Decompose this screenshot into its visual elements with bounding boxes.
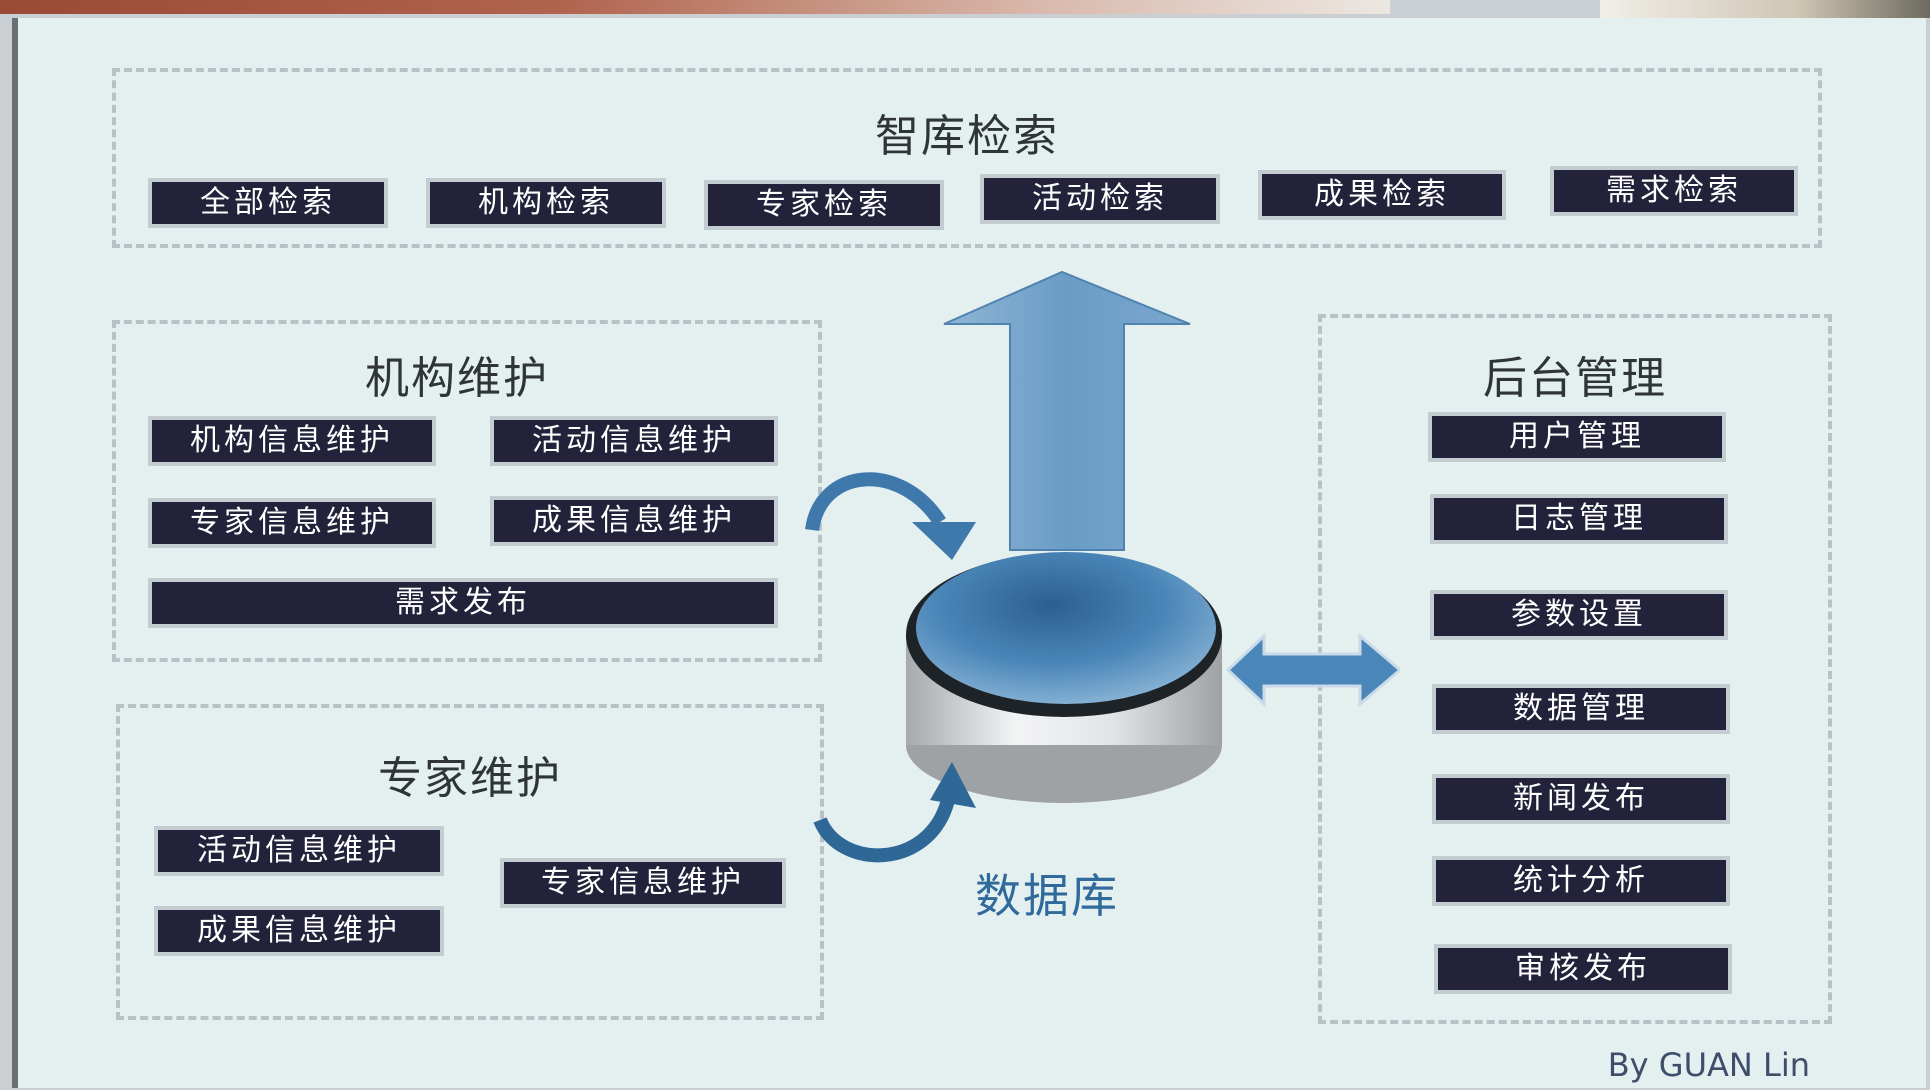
top-right-photo-edge (1600, 0, 1930, 18)
search-panel-title: 智库检索 (875, 111, 1059, 162)
expert-panel: 专家维护 活动信息维护 专家信息维护 成果信息维护 (116, 704, 824, 1020)
admin-stats-button[interactable]: 统计分析 (1432, 856, 1730, 906)
expert-result-button[interactable]: 成果信息维护 (154, 906, 444, 956)
search-demand-button[interactable]: 需求检索 (1550, 166, 1798, 216)
admin-panel-title: 后台管理 (1483, 353, 1667, 404)
org-panel: 机构维护 机构信息维护 活动信息维护 专家信息维护 成果信息维护 需求发布 (112, 320, 822, 662)
org-panel-title: 机构维护 (365, 353, 549, 404)
up-arrow-icon (943, 270, 1191, 551)
org-demand-button[interactable]: 需求发布 (148, 578, 778, 628)
search-org-button[interactable]: 机构检索 (426, 178, 666, 228)
search-panel: 智库检索 全部检索 机构检索 专家检索 活动检索 成果检索 需求检索 (112, 68, 1822, 248)
admin-news-button[interactable]: 新闻发布 (1432, 774, 1730, 824)
center-graphics (805, 270, 1400, 863)
search-expert-button[interactable]: 专家检索 (704, 180, 944, 230)
admin-params-button[interactable]: 参数设置 (1430, 590, 1728, 640)
author-credit: By GUAN Lin (1607, 1046, 1810, 1084)
org-result-button[interactable]: 成果信息维护 (490, 496, 778, 546)
database-icon (906, 552, 1222, 803)
org-activity-button[interactable]: 活动信息维护 (490, 416, 778, 466)
database-label: 数据库 (975, 869, 1119, 923)
org-expert-button[interactable]: 专家信息维护 (148, 498, 436, 548)
double-arrow-icon (1225, 632, 1400, 708)
curved-arrow-top-icon (805, 472, 976, 560)
search-result-button[interactable]: 成果检索 (1258, 170, 1506, 220)
curved-arrow-bottom-icon (813, 762, 976, 863)
expert-activity-button[interactable]: 活动信息维护 (154, 826, 444, 876)
search-all-button[interactable]: 全部检索 (148, 178, 388, 228)
admin-log-button[interactable]: 日志管理 (1430, 494, 1728, 544)
expert-info-button[interactable]: 专家信息维护 (500, 858, 786, 908)
admin-review-button[interactable]: 审核发布 (1434, 944, 1732, 994)
admin-user-button[interactable]: 用户管理 (1428, 412, 1726, 462)
admin-panel: 后台管理 用户管理 日志管理 参数设置 数据管理 新闻发布 统计分析 审核发布 (1318, 314, 1832, 1024)
org-info-button[interactable]: 机构信息维护 (148, 416, 436, 466)
expert-panel-title: 专家维护 (378, 753, 562, 804)
search-activity-button[interactable]: 活动检索 (980, 174, 1220, 224)
admin-data-button[interactable]: 数据管理 (1432, 684, 1730, 734)
top-color-strip (0, 0, 1390, 14)
